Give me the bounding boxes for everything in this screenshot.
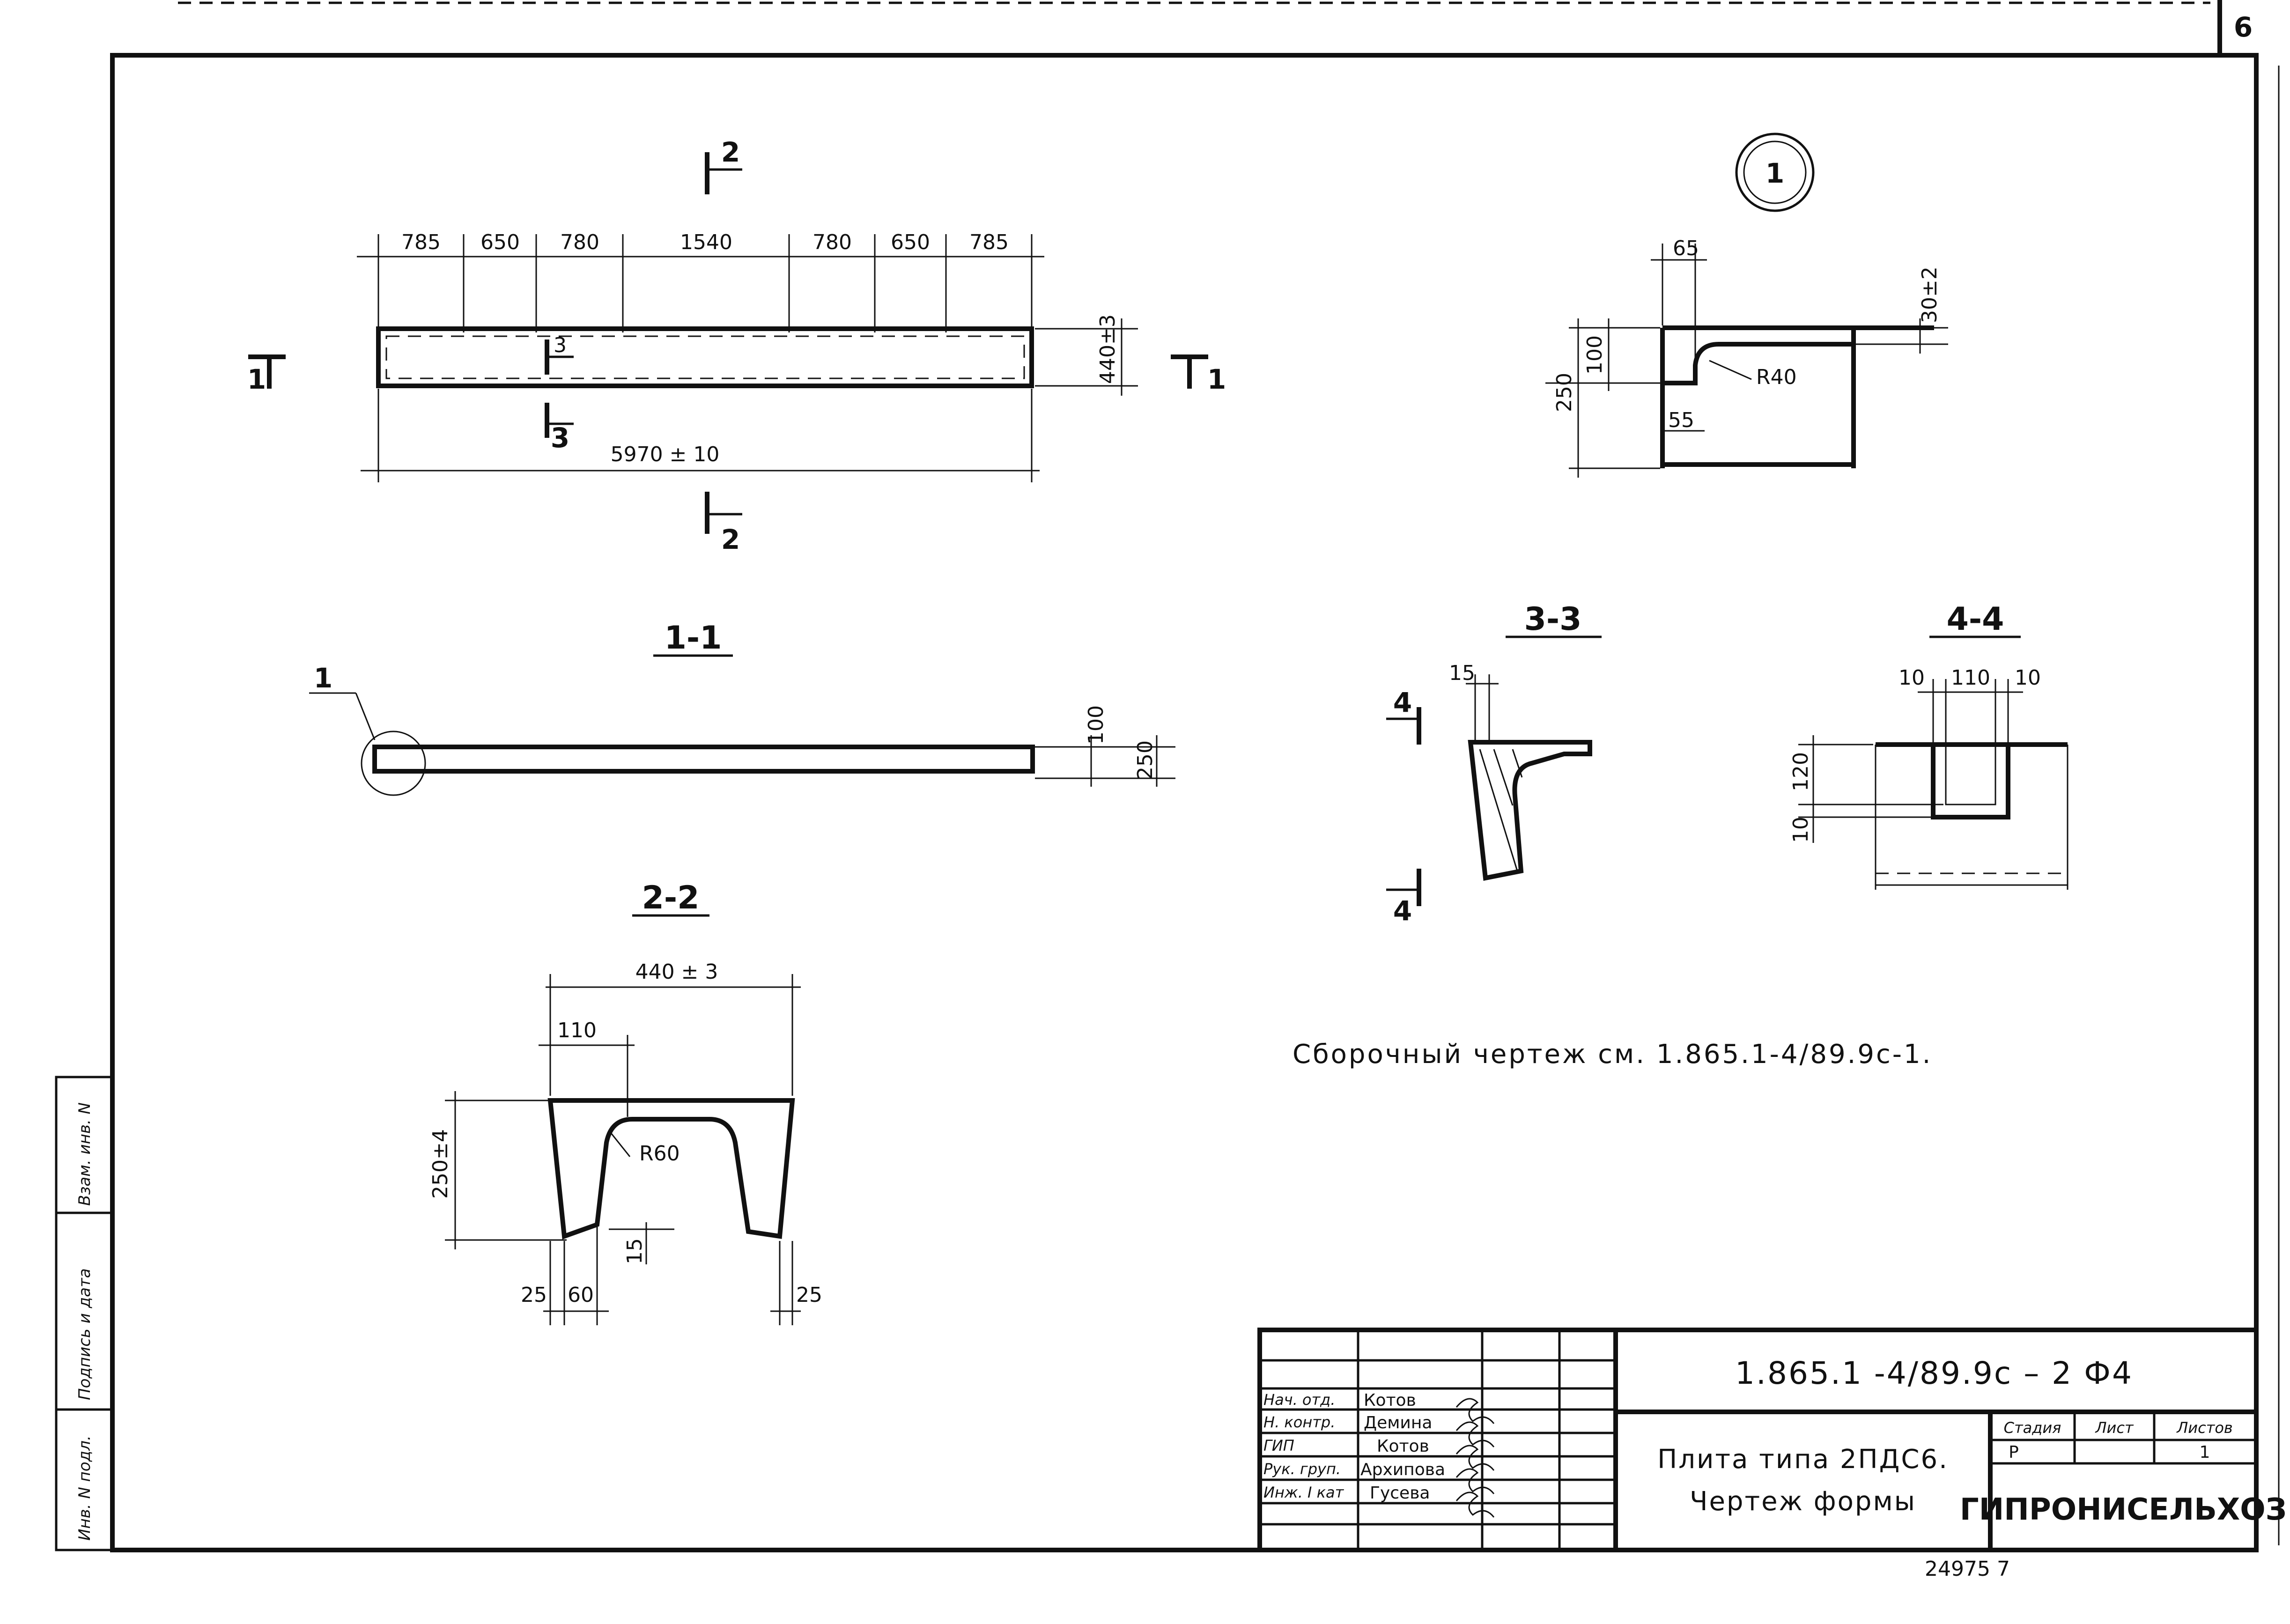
detail-1-d30: 30±2 <box>1918 266 1942 323</box>
section-1-1-dim-100: 100 <box>1084 705 1108 745</box>
section-1-1-view <box>309 654 1175 796</box>
plan-dim-1: 785 <box>401 230 441 254</box>
title-block <box>1257 1328 2259 1552</box>
section-2-2-d110: 110 <box>557 1019 597 1042</box>
section-mark-1-left: 1 <box>247 363 266 395</box>
detail-1-radius: R40 <box>1756 365 1797 389</box>
section-2-2-height: 250±4 <box>428 1129 452 1199</box>
section-2-2-d25-right: 25 <box>796 1283 822 1307</box>
role-2: Н. контр. <box>1263 1413 1335 1431</box>
section-2-2-view <box>445 914 801 1325</box>
section-2-2-radius: R60 <box>639 1142 680 1166</box>
section-1-1-title: 1-1 <box>665 620 722 657</box>
section-mark-3-bottom: 3 <box>551 422 569 454</box>
sheet-frame <box>110 0 2280 1552</box>
section-4-4-view <box>1798 635 2068 890</box>
detail-1-d250: 250 <box>1552 373 1576 412</box>
inventory-number: 24975 7 <box>1925 1557 2010 1581</box>
role-3: ГИП <box>1263 1437 1294 1454</box>
role-1: Нач. отд. <box>1263 1391 1335 1409</box>
detail-1-label: 1 <box>1766 157 1784 189</box>
document-code: 1.865.1 -4/89.9с – 2 Ф4 <box>1735 1355 2133 1391</box>
section-1-1-callout: 1 <box>314 662 332 694</box>
plan-dim-6: 650 <box>891 230 930 254</box>
detail-1-d65: 65 <box>1673 236 1699 260</box>
name-3: Котов <box>1377 1437 1429 1456</box>
name-1: Котов <box>1364 1391 1416 1410</box>
side-stamp-podpis-data: Подпись и дата <box>75 1268 94 1400</box>
section-2-2-width: 440 ± 3 <box>635 960 718 984</box>
plan-dim-4: 1540 <box>680 230 732 254</box>
name-5: Гусева <box>1370 1484 1430 1503</box>
section-2-2-title: 2-2 <box>642 879 700 916</box>
section-2-2-d25-left: 25 <box>521 1283 547 1307</box>
plan-width: 440±3 <box>1096 314 1120 384</box>
section-4-4-title: 4-4 <box>1947 601 2004 638</box>
side-stamp-inv-podl: Инв. N подл. <box>75 1435 94 1541</box>
name-2: Демина <box>1364 1413 1432 1432</box>
section-4-4-d10: 10 <box>1789 817 1813 843</box>
plan-dim-5: 780 <box>813 230 852 254</box>
section-mark-1-right: 1 <box>1207 363 1226 395</box>
section-2-2-d15: 15 <box>623 1238 647 1264</box>
plan-dim-3: 780 <box>560 230 599 254</box>
detail-1-view <box>1545 133 1948 478</box>
side-stamp-vzam-inv: Взам. инв. N <box>75 1102 94 1206</box>
plan-dim-2: 650 <box>480 230 520 254</box>
drawing-title-line1: Плита типа 2ПДС6. <box>1657 1444 1949 1475</box>
assembly-note: Сборочный чертеж см. 1.865.1-4/89.9с-1. <box>1293 1039 1932 1070</box>
section-mark-2-bottom: 2 <box>721 524 740 555</box>
stage-header: Стадия <box>2004 1419 2061 1437</box>
section-3-3-mark-top: 4 <box>1393 687 1412 718</box>
section-2-2-d60: 60 <box>568 1283 594 1307</box>
section-4-4-d10-left: 10 <box>1898 666 1925 690</box>
detail-1-d55: 55 <box>1668 408 1694 432</box>
section-3-3-title: 3-3 <box>1524 601 1582 638</box>
detail-1-d100: 100 <box>1583 335 1607 375</box>
section-4-4-d10-right: 10 <box>2015 666 2041 690</box>
section-3-3-mark-bottom: 4 <box>1393 895 1412 927</box>
section-4-4-d120: 120 <box>1789 752 1813 791</box>
sheet-number: 6 <box>2234 11 2253 43</box>
name-4: Архипова <box>1360 1460 1445 1479</box>
side-stamp: Инв. N подл. Подпись и дата Взам. инв. N <box>55 1076 114 1551</box>
stage-value: Р <box>2009 1443 2019 1462</box>
plan-view <box>248 152 1208 534</box>
role-5: Инж. I кат <box>1263 1484 1344 1501</box>
role-4: Рук. груп. <box>1263 1460 1341 1478</box>
plan-dim-7: 785 <box>969 230 1009 254</box>
section-1-1-dim-250: 250 <box>1133 740 1157 780</box>
sheets-header: Листов <box>2176 1419 2233 1437</box>
drawing-title-line2: Чертеж формы <box>1690 1486 1916 1517</box>
section-mark-3-top: 3 <box>554 333 567 357</box>
organization-name: ГИПРОНИСЕЛЬХОЗ <box>1960 1492 2287 1527</box>
section-4-4-d110: 110 <box>1951 666 1990 690</box>
sheets-value: 1 <box>2200 1443 2210 1462</box>
section-mark-2-top: 2 <box>721 136 740 168</box>
section-3-3-view <box>1386 635 1602 906</box>
sheet-header: Лист <box>2095 1419 2134 1437</box>
section-3-3-d15: 15 <box>1449 661 1475 685</box>
plan-total-length: 5970 ± 10 <box>611 443 720 466</box>
